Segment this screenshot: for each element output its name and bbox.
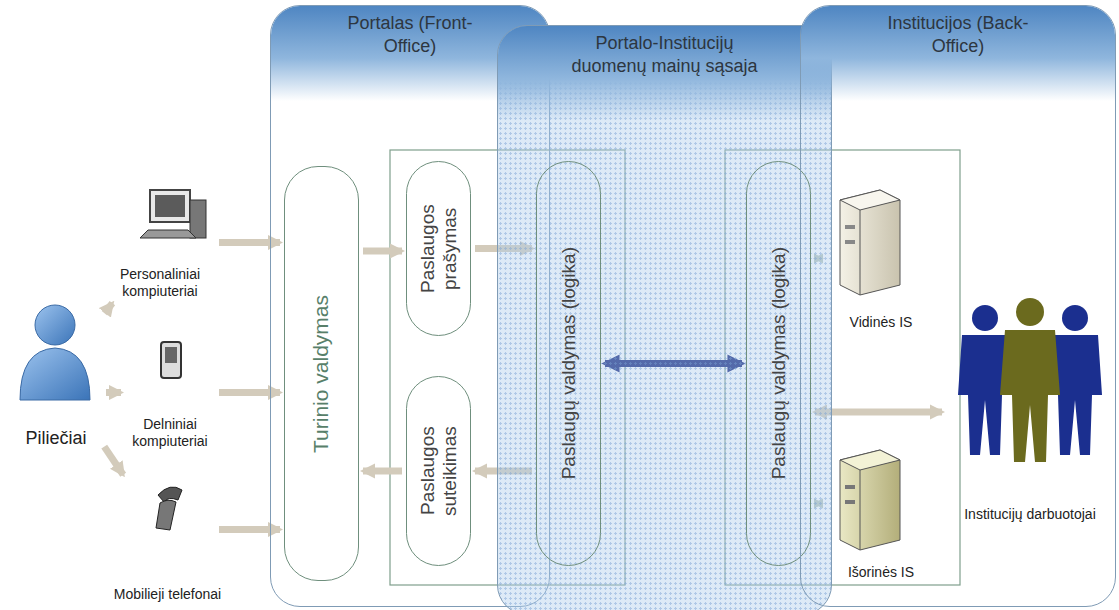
region-title: Portalo-Institucijų duomenų mainų sąsaja: [562, 32, 767, 79]
phone-icon: [156, 487, 182, 530]
icon-label: Išorinės IS: [816, 564, 946, 581]
employees: Institucijų darbuotojai: [946, 301, 1114, 523]
region-exchange: Portalo-Institucijų duomenų mainų sąsaja…: [497, 25, 832, 610]
connector-arrow: [815, 409, 942, 416]
connector-arrow: [106, 389, 121, 396]
region-back-office: Institucijos (Back-Office) Vidinės IS Išor…: [800, 5, 1116, 607]
connector-arrow: [104, 447, 123, 475]
external-is: Išorinės IS: [826, 441, 936, 581]
delivery-pill: Paslaugos suteikimas: [406, 376, 471, 566]
server-icon: [840, 190, 900, 295]
icon-label: Vidinės IS: [816, 314, 946, 331]
region-title: Institucijos (Back-Office): [878, 12, 1038, 59]
icon-label: Personaliniai kompiuteriai: [95, 266, 225, 300]
pill-label: Turinio valdymas: [309, 295, 333, 453]
device: Personaliniai kompiuteriai: [105, 185, 215, 300]
icon-label: Delniniai kompiuteriai: [115, 416, 225, 450]
connector-arrow: [363, 468, 402, 475]
request-pill: Paslaugos prašymas: [406, 161, 471, 336]
region-header: Portalo-Institucijų duomenų mainų sąsaja: [498, 26, 831, 121]
pda-icon: [161, 342, 181, 378]
logic-pill: Paslaugų valdymas (logika): [746, 161, 811, 566]
device: Delniniai kompiuteriai: [125, 335, 215, 450]
region-header: Institucijos (Back-Office): [801, 6, 1115, 101]
region-title: Portalas (Front-Office): [330, 12, 490, 59]
logic-pill: Paslaugų valdymas (logika): [536, 161, 601, 566]
internal-is: Vidinės IS: [826, 186, 936, 331]
pc-icon: [140, 190, 206, 238]
connector-arrow: [104, 303, 112, 313]
people-icon: [958, 298, 1102, 462]
icon-label: Institucijų darbuotojai: [936, 506, 1119, 523]
pill-label: Paslaugų valdymas (logika): [558, 247, 580, 479]
server-icon: [840, 450, 900, 550]
content-pill: Turinio valdymas: [284, 166, 359, 581]
citizen: Piliečiai: [10, 300, 102, 450]
pill-label: Paslaugos suteikimas: [417, 385, 461, 557]
connector-arrow: [363, 248, 402, 255]
device: Mobilieji telefonai: [120, 478, 215, 603]
person-icon: [20, 305, 90, 400]
icon-label: Piliečiai: [0, 428, 112, 450]
icon-label: Mobilieji telefonai: [110, 586, 225, 603]
pill-label: Paslaugų valdymas (logika): [768, 247, 790, 479]
pill-label: Paslaugos prašymas: [417, 170, 461, 327]
